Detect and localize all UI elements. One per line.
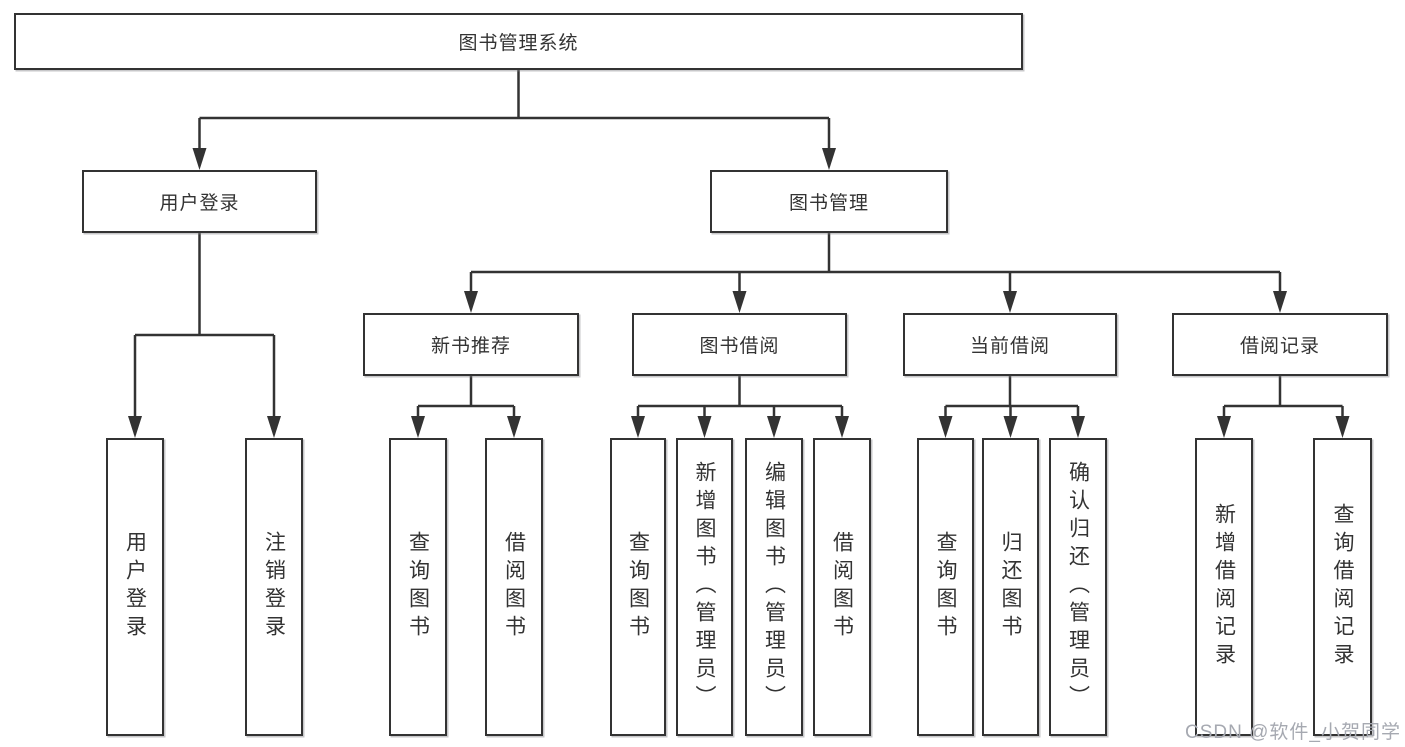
tree-edges: [133, 70, 1344, 418]
leaf-br-query-record: 查询借阅记录: [1313, 438, 1372, 736]
arrowhead: [411, 416, 425, 438]
node-book-borrow-label: 图书借阅: [699, 336, 780, 357]
arrowhead: [1273, 291, 1287, 313]
leaf-user-login: 用户登录: [106, 438, 164, 736]
leaf-cb-confirm-return-admin: 确认归还（管理员）: [1049, 438, 1107, 736]
node-borrow-record: 借阅记录: [1172, 313, 1388, 376]
node-book-management-label: 图书管理: [788, 193, 869, 214]
leaf-br-add-record: 新增借阅记录: [1195, 438, 1253, 736]
arrowhead: [464, 291, 478, 313]
arrowheads: [128, 148, 1350, 438]
arrowhead: [631, 416, 645, 438]
edge-newbookrec-to-leaves: [416, 376, 516, 418]
arrowhead: [697, 416, 712, 438]
leaf-bb-borrow-book: 借阅图书: [813, 438, 871, 736]
node-book-management: 图书管理: [710, 170, 948, 233]
arrowhead: [1335, 416, 1350, 438]
arrowhead: [822, 148, 836, 170]
arrowhead: [767, 416, 781, 438]
leaf-bb-query-book-label: 查询图书: [626, 531, 650, 643]
leaf-bb-borrow-book-label: 借阅图书: [830, 531, 854, 643]
node-new-book-recommend: 新书推荐: [363, 313, 579, 376]
node-user-login-label: 用户登录: [159, 193, 240, 214]
edge-userlogin-to-leaves: [133, 233, 276, 418]
leaf-bb-add-book-admin-label: 新增图书（管理员）: [693, 461, 716, 713]
arrowhead: [732, 291, 747, 313]
node-root-label: 图书管理系统: [458, 33, 579, 54]
leaf-cb-return-book: 归还图书: [982, 438, 1039, 736]
leaf-br-add-record-label: 新增借阅记录: [1212, 503, 1236, 671]
leaf-bb-edit-book-admin: 编辑图书（管理员）: [745, 438, 803, 736]
arrowhead: [938, 416, 953, 438]
leaf-cb-confirm-return-admin-label: 确认归还（管理员）: [1066, 461, 1090, 713]
node-new-book-recommend-label: 新书推荐: [430, 336, 511, 357]
leaf-bb-query-book: 查询图书: [610, 438, 666, 736]
arrowhead: [1071, 416, 1085, 438]
node-book-borrow: 图书借阅: [632, 313, 847, 376]
leaf-nbr-borrow-book-label: 借阅图书: [502, 531, 526, 643]
leaf-cb-query-book: 查询图书: [917, 438, 974, 736]
leaf-cb-return-book-label: 归还图书: [999, 531, 1022, 643]
edge-bookborrow-to-leaves: [636, 376, 844, 418]
arrowhead: [192, 148, 207, 170]
leaf-br-query-record-label: 查询借阅记录: [1331, 503, 1354, 671]
leaf-logout: 注销登录: [245, 438, 303, 736]
arrowhead: [267, 416, 281, 438]
node-current-borrow-label: 当前借阅: [969, 336, 1050, 357]
leaf-logout-label: 注销登录: [262, 531, 286, 643]
arrowhead: [835, 416, 849, 438]
leaf-nbr-borrow-book: 借阅图书: [485, 438, 543, 736]
csdn-watermark: CSDN @软件_小贺同学: [1185, 722, 1401, 743]
node-borrow-record-label: 借阅记录: [1239, 336, 1320, 357]
leaf-nbr-query-book-label: 查询图书: [406, 531, 430, 643]
edge-borrowrecord-to-leaves: [1222, 376, 1344, 418]
edge-currentborrow-to-leaves: [944, 376, 1080, 418]
arrowhead: [507, 416, 521, 438]
edge-bookmgmt-to-level3: [469, 233, 1282, 293]
node-root: 图书管理系统: [14, 13, 1023, 70]
arrowhead: [1003, 291, 1017, 313]
leaf-bb-edit-book-admin-label: 编辑图书（管理员）: [762, 461, 786, 713]
node-current-borrow: 当前借阅: [903, 313, 1117, 376]
node-user-login: 用户登录: [82, 170, 317, 233]
leaf-nbr-query-book: 查询图书: [389, 438, 447, 736]
arrowhead: [128, 416, 142, 438]
arrowhead: [1003, 416, 1018, 438]
arrowhead: [1217, 416, 1231, 438]
edge-root-to-level2: [198, 70, 831, 150]
leaf-bb-add-book-admin: 新增图书（管理员）: [676, 438, 733, 736]
leaf-cb-query-book-label: 查询图书: [934, 531, 957, 643]
leaf-user-login-label: 用户登录: [123, 531, 147, 643]
